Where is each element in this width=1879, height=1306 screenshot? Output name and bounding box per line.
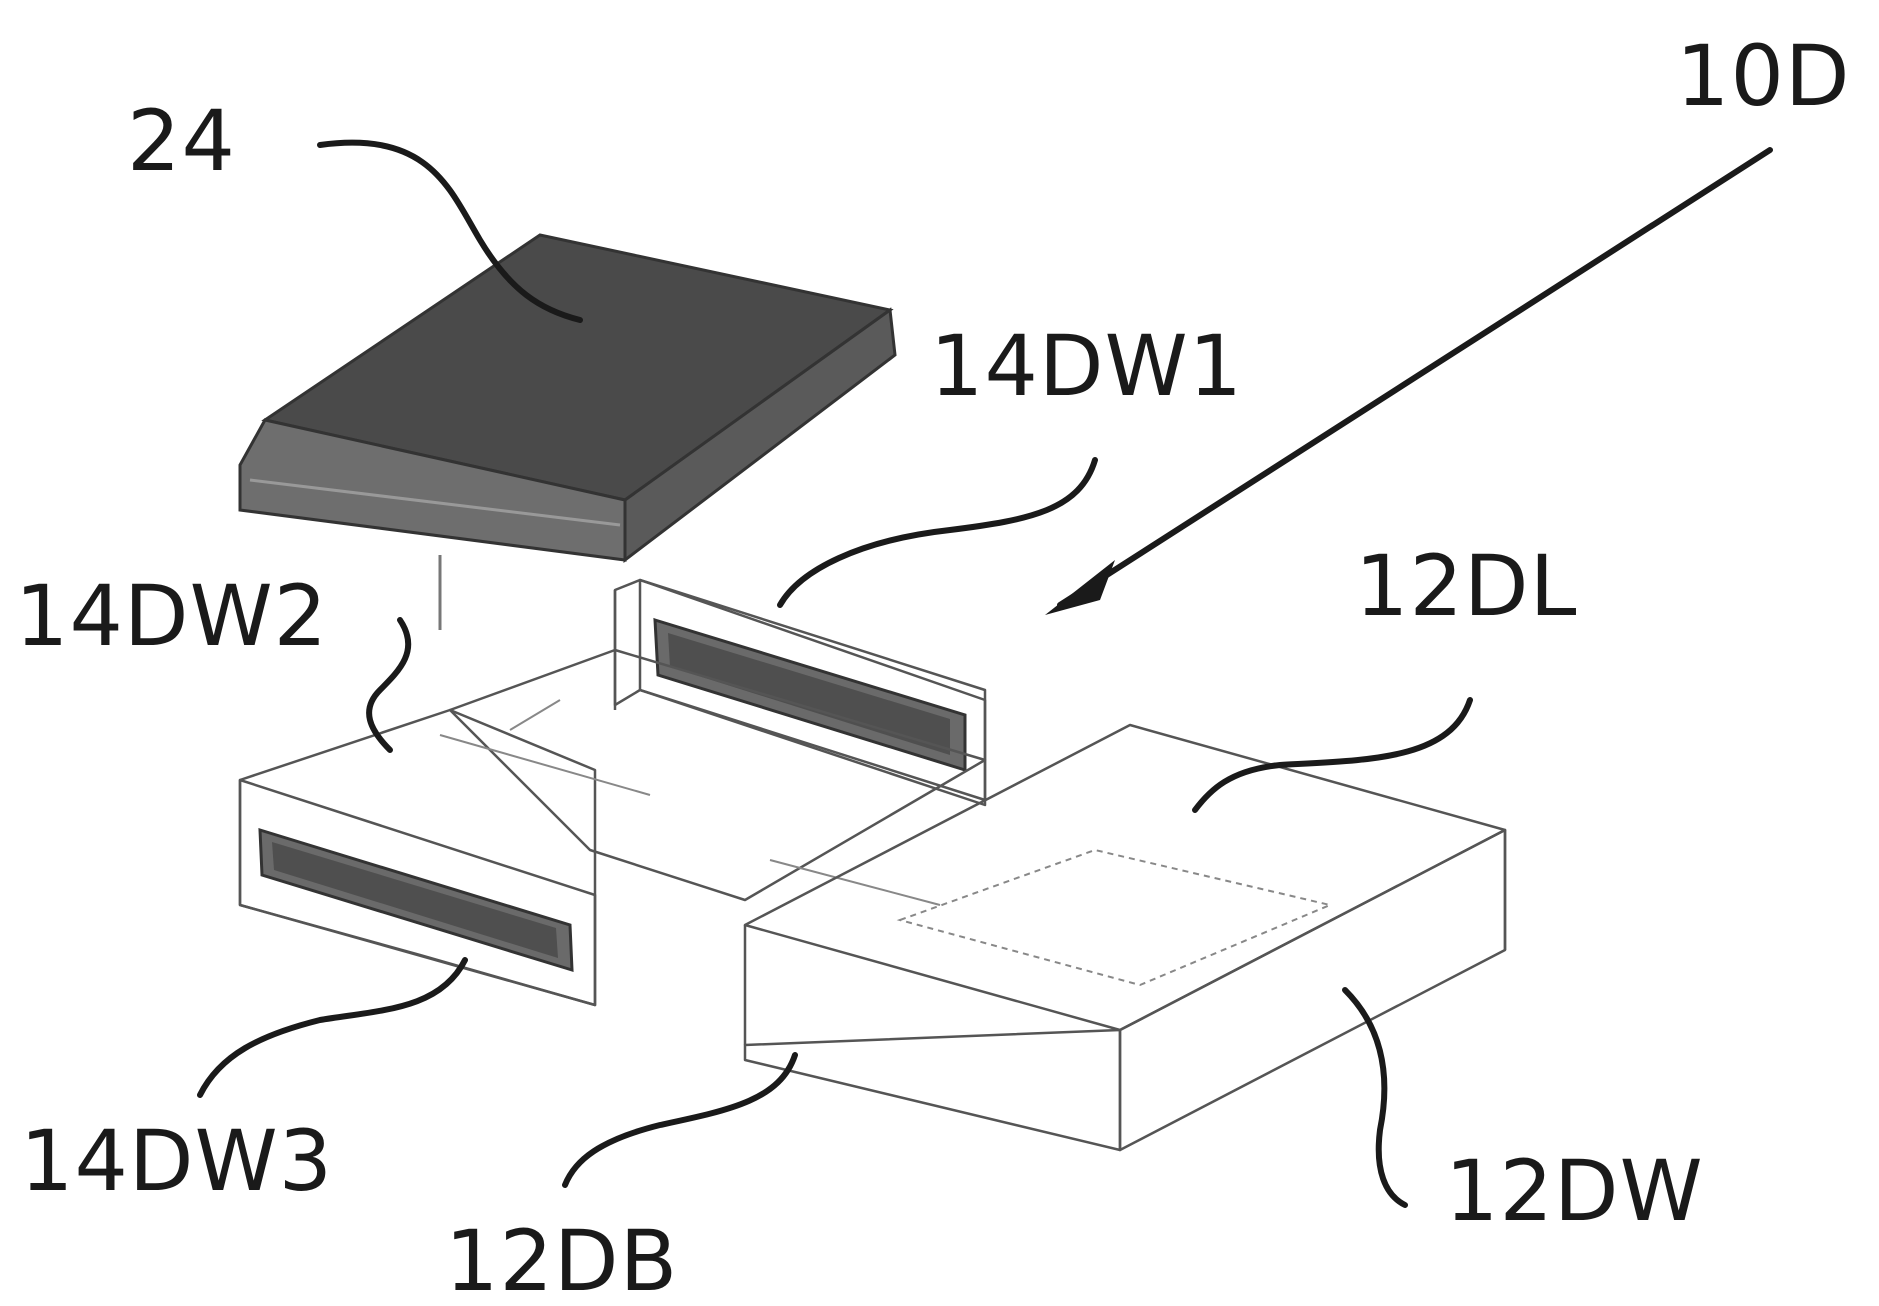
slot-14dw3-inner xyxy=(272,842,558,958)
arrowhead-10d xyxy=(1045,560,1115,615)
label-12dl: 12DL xyxy=(1355,537,1577,635)
tray-side-wall xyxy=(1120,830,1505,1150)
leader-14dw1 xyxy=(780,460,1095,605)
floor-line-1 xyxy=(440,735,650,795)
floor-line-2 xyxy=(510,700,560,730)
tray-top xyxy=(745,725,1505,1030)
base-frame xyxy=(240,580,1505,1150)
leader-14dw3 xyxy=(200,960,465,1095)
tray-front-wall xyxy=(745,1030,1120,1150)
leader-12dw xyxy=(1345,990,1405,1205)
label-14dw3: 14DW3 xyxy=(20,1112,333,1210)
cover-24 xyxy=(240,235,895,630)
label-12db: 12DB xyxy=(445,1212,678,1306)
label-12dw: 12DW xyxy=(1445,1142,1704,1240)
leader-12db xyxy=(565,1055,795,1185)
leader-lines xyxy=(200,143,1770,1205)
label-14dw1: 14DW1 xyxy=(930,317,1243,415)
label-14dw2: 14DW2 xyxy=(15,567,328,665)
label-24: 24 xyxy=(127,92,236,190)
label-10d: 10D xyxy=(1676,27,1851,125)
tray-recess xyxy=(900,850,1330,985)
